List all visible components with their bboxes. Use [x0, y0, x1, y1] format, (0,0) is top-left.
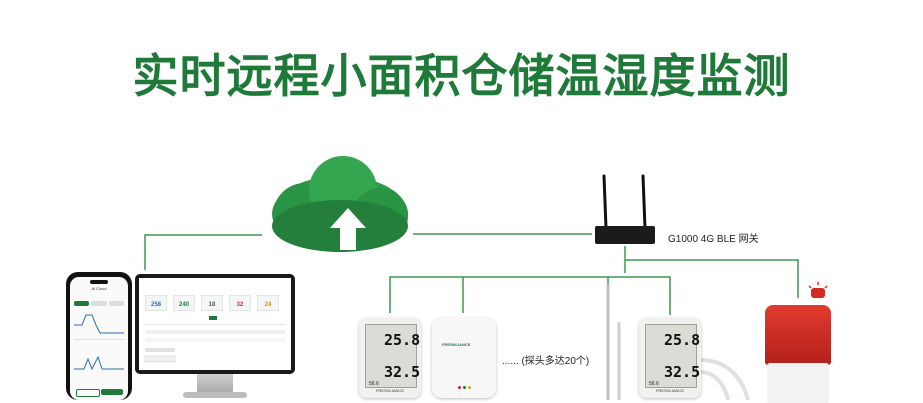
- humidity-readout: 32.5: [384, 363, 421, 381]
- secondary-readout: 56.6: [649, 381, 659, 387]
- phone-app-title: Al Cloud: [91, 286, 107, 291]
- phone-screen: Al Cloud: [70, 277, 128, 400]
- siren-icon: [808, 282, 828, 298]
- device-brand: FRESHLIANCE: [655, 388, 684, 393]
- phone-charts: [74, 314, 124, 371]
- lcd-display: 25.8 32.5 56.6: [645, 324, 701, 388]
- sound-light-alarm: [765, 305, 831, 403]
- phone-notch: [90, 280, 108, 284]
- gateway-label: G1000 4G BLE 网关: [668, 234, 759, 245]
- lcd-display: 25.8 32.5 56.6: [365, 324, 421, 388]
- thermo-hygrometer-right: 25.8 32.5 56.6 FRESHLIANCE: [639, 318, 701, 398]
- monitor-foot: [183, 392, 247, 398]
- phone-tabs: [74, 301, 124, 306]
- monitor-screen: 258 240 18 32 24: [139, 278, 291, 370]
- status-led-amber: [468, 386, 471, 389]
- gateway-router: [595, 226, 655, 244]
- monitor-table: [144, 316, 285, 363]
- connection-lines: [144, 233, 799, 315]
- sensor-brand: FRESHLIANCE: [442, 342, 471, 347]
- page-title: 实时远程小面积仓储温湿度监测: [132, 49, 791, 103]
- probe-cable-icon: [606, 284, 750, 400]
- phone-primary-button: [101, 389, 123, 395]
- status-led-red: [458, 386, 461, 389]
- alarm-light: [765, 305, 831, 365]
- monitor-card: 18: [201, 295, 223, 311]
- temperature-readout: 25.8: [664, 331, 701, 349]
- temperature-readout: 25.8: [384, 331, 421, 349]
- monitor-card: 258: [145, 295, 167, 311]
- monitor-card: 240: [173, 295, 195, 311]
- status-led-green: [463, 386, 466, 389]
- humidity-readout: 32.5: [664, 363, 701, 381]
- cloud-upload-icon: [272, 156, 408, 252]
- smartphone: Al Cloud: [66, 272, 132, 400]
- router-antennas: [602, 174, 647, 230]
- device-brand: FRESHLIANCE: [375, 388, 404, 393]
- monitor-card: 32: [229, 295, 251, 311]
- secondary-readout: 56.6: [369, 381, 379, 387]
- desktop-monitor: 258 240 18 32 24: [135, 274, 295, 398]
- monitor-stand: [197, 374, 233, 394]
- thermo-hygrometer-left: 25.8 32.5 56.6 FRESHLIANCE: [359, 318, 421, 398]
- monitor-card: 24: [257, 295, 279, 311]
- probe-count-note: ...... (探头多达20个): [502, 356, 590, 367]
- phone-secondary-button: [76, 389, 100, 397]
- ble-sensor-box: FRESHLIANCE: [432, 318, 496, 398]
- alarm-base: [767, 363, 829, 403]
